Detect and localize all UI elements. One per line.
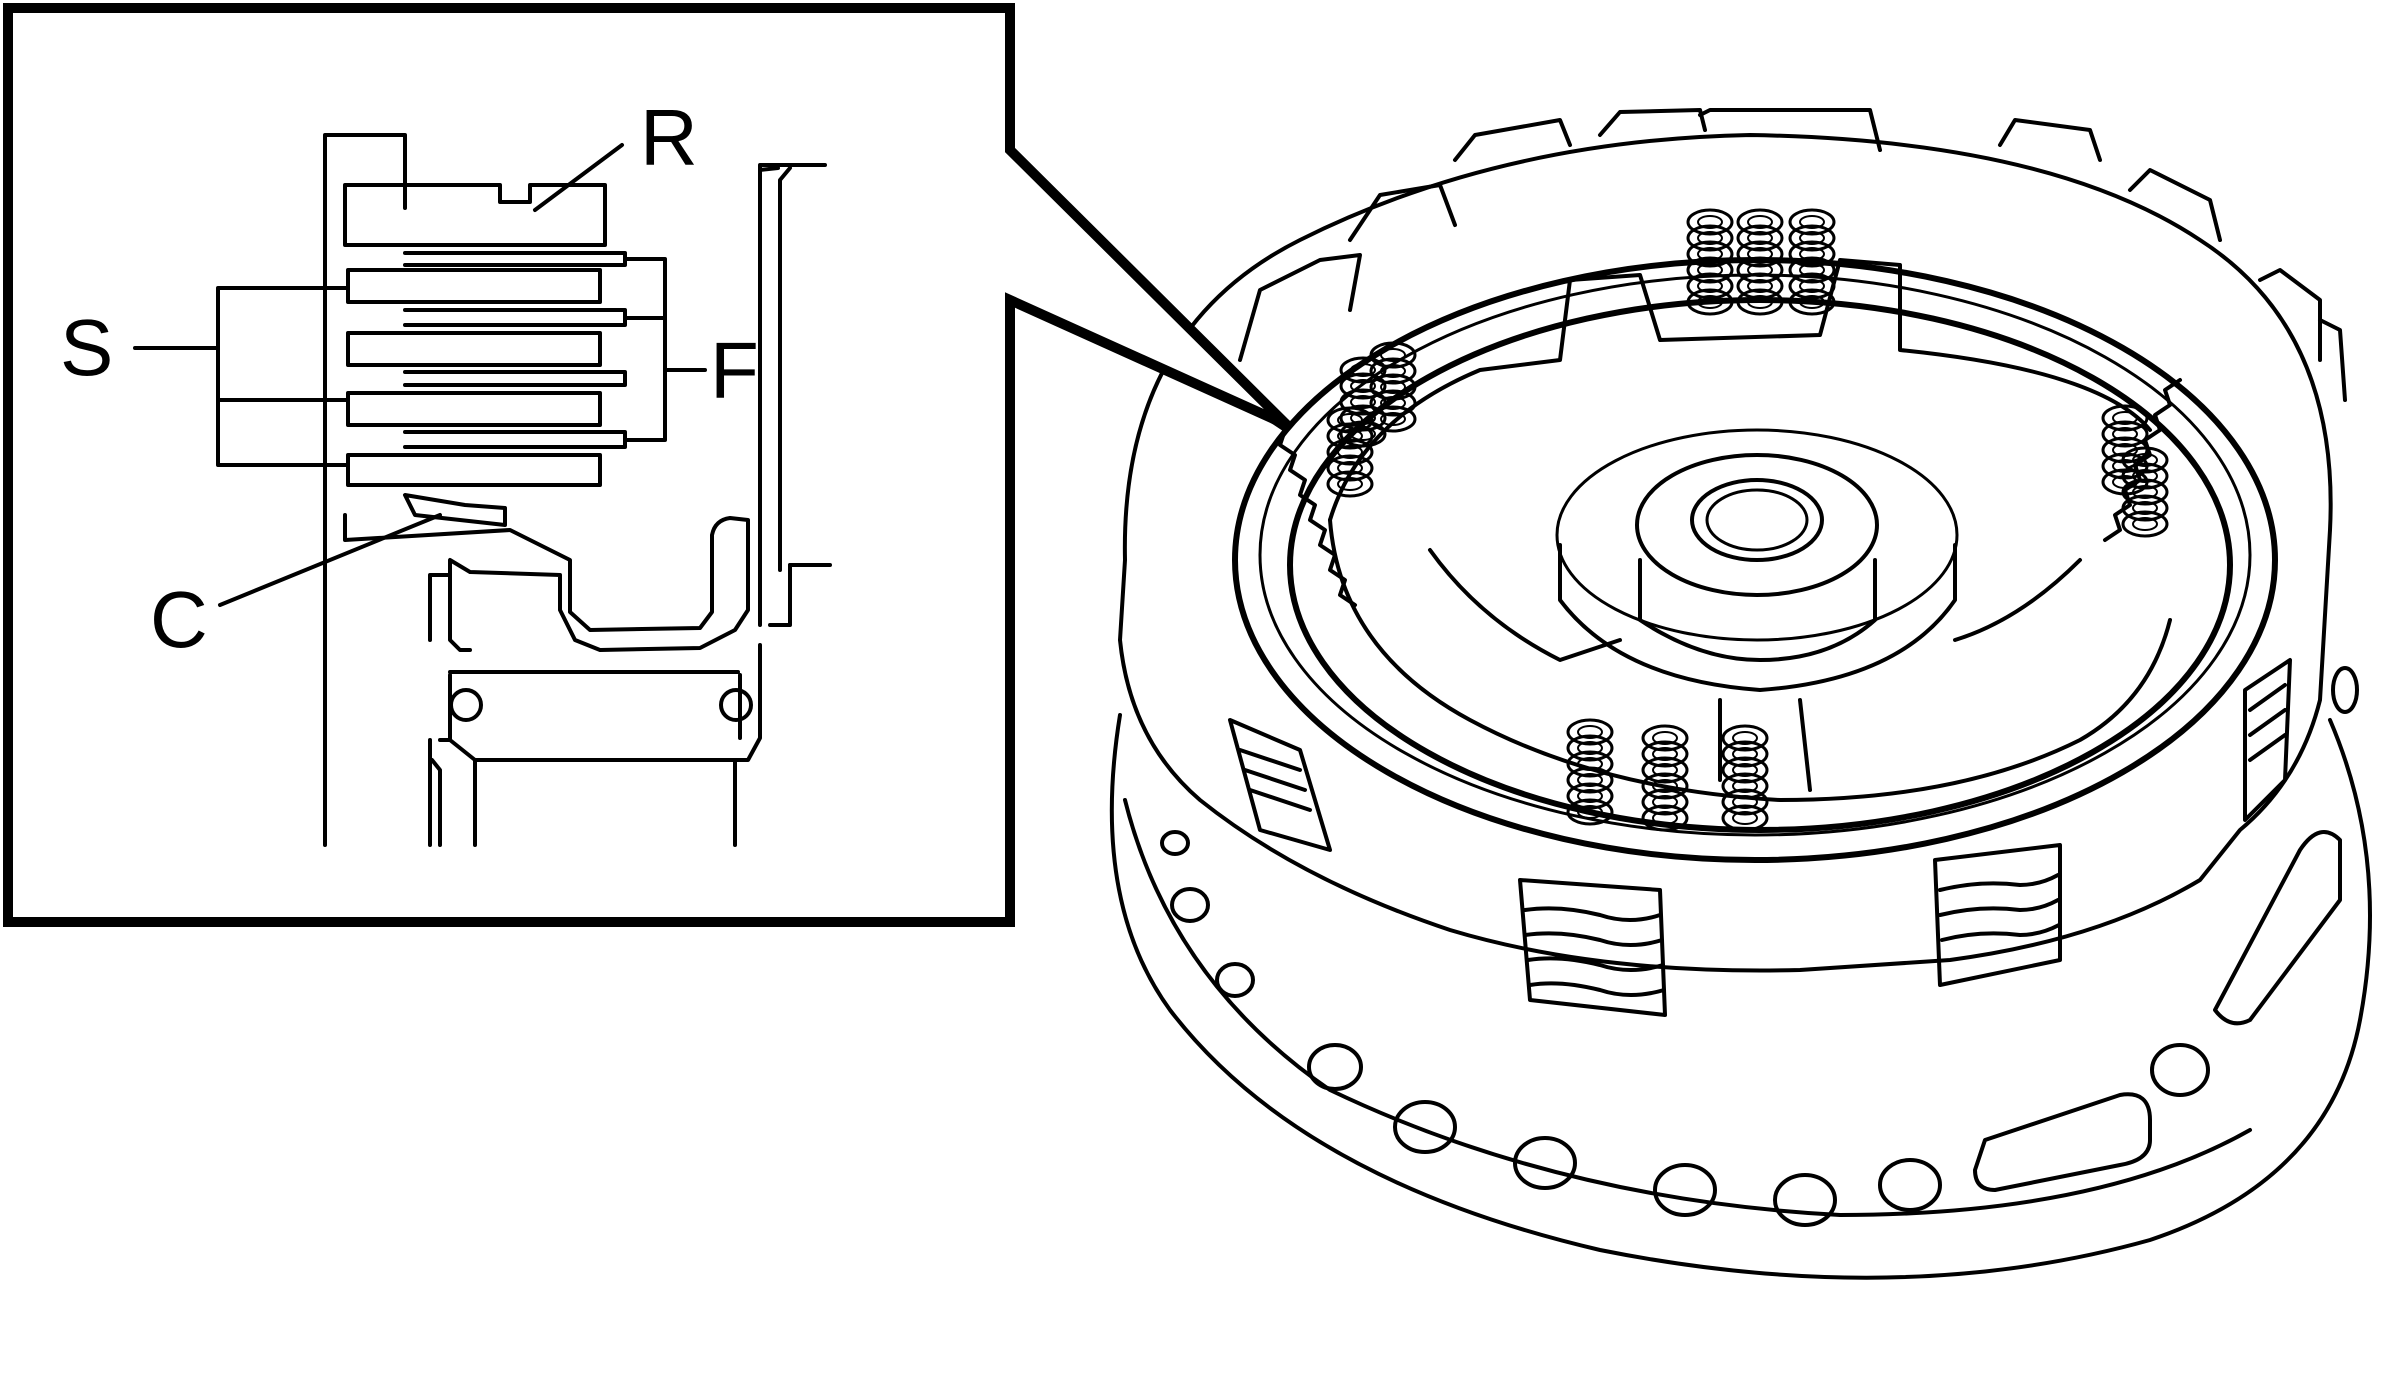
drum-slot (2243, 658, 2292, 822)
reaction-plate (343, 183, 607, 247)
return-spring-pack-left (1328, 343, 1415, 496)
label-s: S (60, 303, 113, 392)
part-labels: R S F C (60, 93, 759, 664)
snap-ring (403, 493, 507, 527)
steel-plate (346, 391, 602, 427)
leader-r (533, 143, 624, 212)
steel-plate (346, 268, 602, 304)
label-r: R (640, 93, 698, 182)
leader-lines (133, 143, 707, 607)
clutch-cross-section (216, 133, 832, 847)
drum-slot (1518, 878, 1667, 1017)
drum-slot (1933, 843, 2062, 987)
steel-plate (346, 331, 602, 367)
callout-inset (3, 3, 1291, 927)
callout-frame (3, 3, 1291, 927)
label-c: C (150, 575, 208, 664)
seal-right (719, 688, 753, 722)
friction-plate (403, 370, 627, 387)
leader-c (218, 513, 442, 607)
flange-hole (1160, 666, 2359, 1227)
label-f: F (710, 326, 759, 415)
clutch-drum (1109, 108, 2372, 1280)
drum-slot (1228, 718, 1332, 852)
steel-plate (346, 453, 602, 487)
